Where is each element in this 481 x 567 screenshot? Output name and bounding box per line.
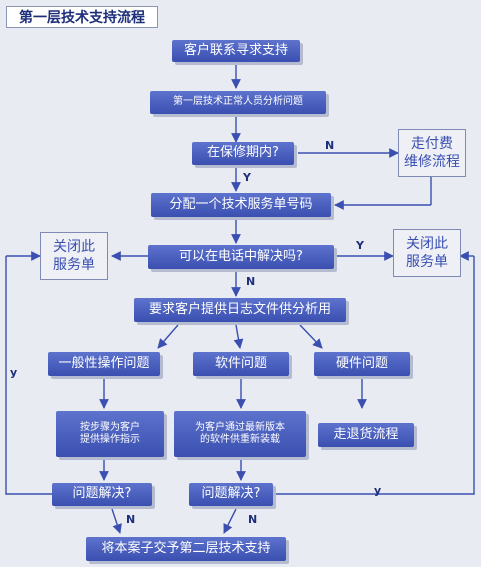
node-steps: 按步骤为客户 提供操作指示 (56, 411, 164, 457)
diagram-title: 第一层技术支持流程 (6, 6, 158, 28)
node-software-issue: 软件问题 (193, 352, 289, 376)
node-close-left: 关闭此 服务单 (40, 232, 108, 280)
node-escalate: 将本案子交予第二层技术支持 (86, 537, 286, 561)
label-solved2-n: N (248, 513, 258, 526)
node-assign-ticket: 分配一个技术服务单号码 (151, 193, 331, 217)
node-warranty-question: 在保修期内? (192, 142, 294, 165)
node-solved-question-1: 问题解决? (52, 483, 152, 506)
arrow-solved1-loop (5, 256, 52, 495)
arrow-solved1-escalate (111, 508, 122, 534)
node-request-log: 要求客户提供日志文件供分析用 (134, 298, 346, 322)
node-analyze: 第一层技术正常人员分析问题 (150, 91, 326, 114)
node-hardware-issue: 硬件问题 (314, 352, 410, 376)
label-solved1-n: N (126, 513, 136, 526)
arrow-solved2-loop (273, 256, 475, 495)
label-solved2-y: y (374, 484, 382, 497)
node-contact: 客户联系寻求支持 (172, 40, 300, 62)
arrow-log-software (233, 324, 244, 349)
node-return-process: 走退货流程 (318, 423, 414, 447)
node-phone-question: 可以在电话中解决吗? (148, 245, 334, 269)
arrow-log-general (157, 324, 179, 349)
node-general-issue: 一般性操作问题 (48, 352, 160, 376)
arrow-solved2-escalate (223, 508, 237, 534)
arrow-log-hardware (299, 324, 323, 349)
node-software-update: 为客户通过最新版本 的软件供重新装载 (174, 411, 306, 457)
node-paid-repair: 走付费 维修流程 (398, 129, 466, 177)
label-warranty-y: Y (243, 171, 251, 184)
label-phone-y: Y (356, 239, 364, 252)
label-warranty-n: N (325, 139, 335, 152)
label-phone-n: N (246, 275, 256, 288)
label-loop-left-y: y (10, 366, 18, 379)
node-solved-question-2: 问题解决? (189, 483, 273, 506)
node-close-right: 关闭此 服务单 (393, 229, 461, 277)
